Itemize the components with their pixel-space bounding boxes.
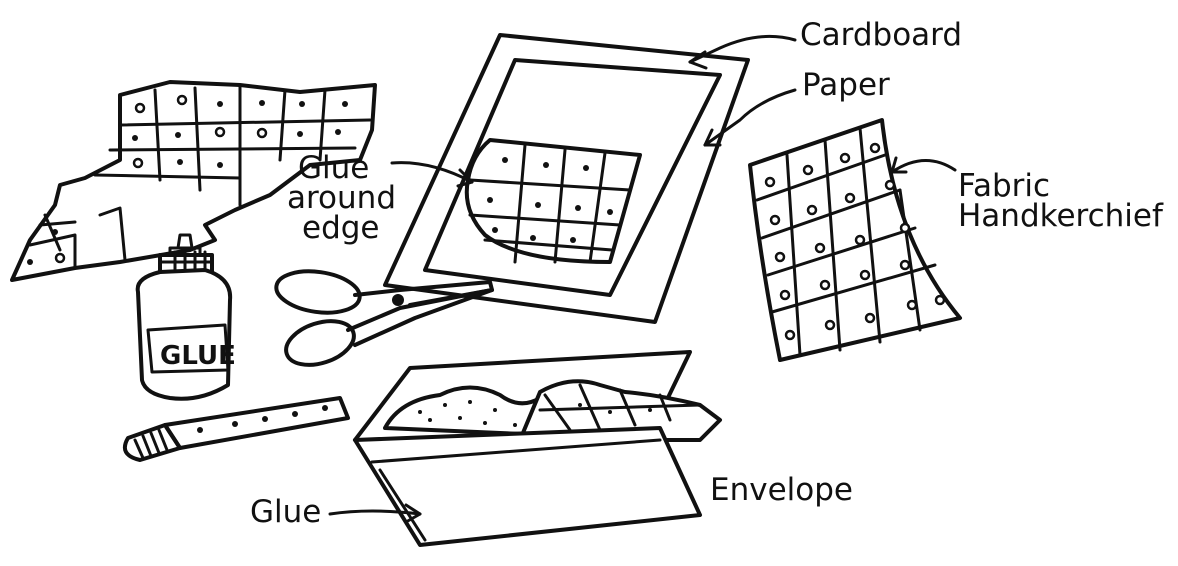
fabric-arrow: [892, 158, 955, 172]
paper-arrow: [705, 90, 795, 145]
envelope-label: Envelope: [710, 472, 853, 508]
pocket-shape: [467, 140, 640, 262]
envelope: [355, 352, 720, 545]
fabric-handkerchief: [750, 120, 960, 360]
craft-knife: [125, 398, 348, 460]
scissors: [274, 266, 492, 372]
fabric-label-line2: Handkerchief: [958, 198, 1164, 234]
glue-label: Glue: [250, 494, 321, 530]
cardboard-arrow: [690, 36, 795, 68]
glue-around-edge-label-line3: edge: [302, 210, 380, 246]
paper-label: Paper: [802, 67, 890, 103]
glue-bottle: GLUE: [138, 235, 236, 399]
cardboard-label: Cardboard: [800, 17, 962, 53]
cardboard-sheet: [385, 35, 748, 322]
glue-bottle-label: GLUE: [160, 341, 236, 371]
